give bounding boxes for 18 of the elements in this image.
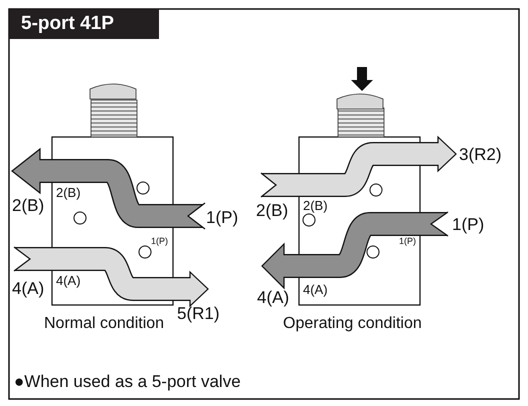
port-label: 3(R2) [459, 146, 502, 162]
port-label: 2(B) [256, 202, 288, 218]
port-label: 1(P) [399, 236, 416, 246]
port-label: 4(A) [56, 274, 81, 286]
port-label: 1(P) [452, 216, 484, 232]
condition-caption: Operating condition [283, 316, 422, 332]
port-label: 2(B) [303, 198, 328, 212]
title-bar: 5-port 41P [9, 9, 159, 39]
port-label: 4(A) [303, 282, 328, 296]
port-label: 2(B) [56, 186, 81, 198]
port-label: 1(P) [151, 236, 168, 246]
port-label: 4(A) [12, 280, 44, 296]
port-label: 2(B) [12, 196, 44, 214]
port-label: 5(R1) [177, 304, 220, 322]
port-label: 4(A) [257, 288, 290, 306]
port-label: 1(P) [206, 208, 238, 226]
note-text: ●When used as a 5-port valve [14, 372, 241, 390]
condition-caption: Normal condition [44, 316, 164, 332]
